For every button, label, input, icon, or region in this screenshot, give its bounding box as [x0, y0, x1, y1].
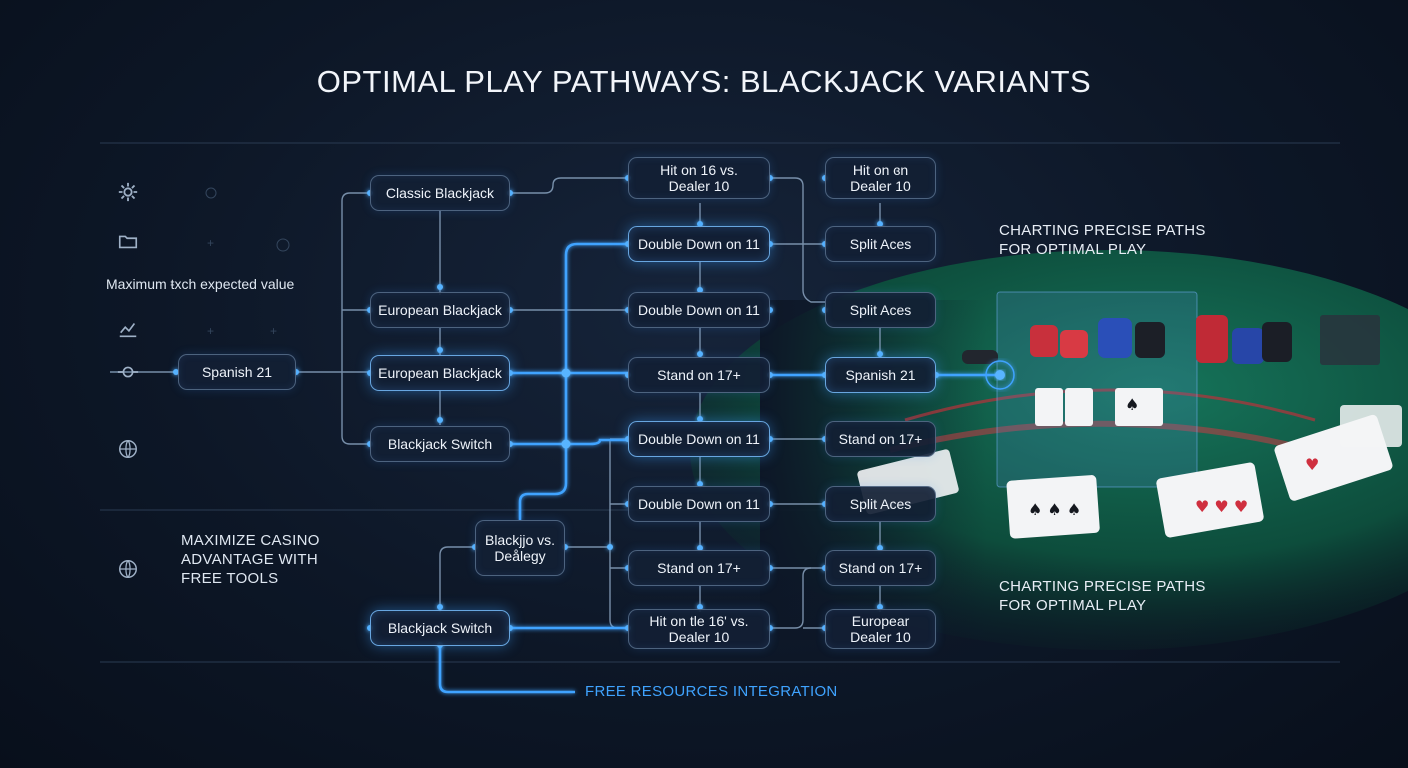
caption-line: CHARTING PRECISE PATHS — [999, 222, 1206, 239]
node-double-down-11[interactable]: Double Down on 11 — [628, 486, 770, 522]
caption-top: CHARTING PRECISE PATHS FOR OPTIMAL PLAY — [999, 221, 1206, 259]
node-split-aces[interactable]: Split Aces — [825, 292, 936, 328]
gear-icon[interactable] — [117, 181, 139, 203]
node-line: Hit on ɞn — [852, 162, 909, 178]
caption-line: FOR OPTIMAL PLAY — [999, 597, 1147, 614]
node-blackjack-vs-dealer[interactable]: Blackjjo vs. Deålegy — [475, 520, 565, 576]
node-double-down-11[interactable]: Double Down on 11 — [628, 226, 770, 262]
promo-text: MAXIMIZE CASINO ADVANTAGE WITH FREE TOOL… — [181, 531, 320, 588]
node-european-dealer[interactable]: Europear Dealer 10 — [825, 609, 936, 649]
node-line: Dealer 10 — [850, 629, 911, 645]
node-classic-blackjack[interactable]: Classic Blackjack — [370, 175, 510, 211]
node-split-aces[interactable]: Split Aces — [825, 226, 936, 262]
node-split-aces[interactable]: Split Aces — [825, 486, 936, 522]
node-line: Dealer 10 — [668, 178, 730, 194]
node-line: Hit on tle 16' vs. — [649, 613, 749, 629]
svg-text:+: + — [207, 236, 214, 250]
node-double-down-11[interactable]: Double Down on 11 — [628, 421, 770, 457]
node-line: Hit on 16 vs. — [660, 162, 738, 178]
target-icon[interactable] — [117, 361, 139, 383]
node-stand-17[interactable]: Stand on 17+ — [628, 550, 770, 586]
node-stand-17[interactable]: Stand on 17+ — [825, 550, 936, 586]
chip-stacks — [962, 315, 1292, 364]
node-double-down-11[interactable]: Double Down on 11 — [628, 292, 770, 328]
node-hit-on-16[interactable]: Hit on 16 vs. Dealer 10 — [628, 157, 770, 199]
caption-line: FOR OPTIMAL PLAY — [999, 241, 1147, 258]
svg-text:♠: ♠ — [1125, 395, 1139, 414]
highlight-connectors — [438, 242, 1000, 694]
node-stand-17[interactable]: Stand on 17+ — [825, 421, 936, 457]
promo-line: FREE TOOLS — [181, 570, 279, 587]
page-title: OPTIMAL PLAY PATHWAYS: BLACKJACK VARIANT… — [316, 64, 1092, 99]
node-blackjack-switch[interactable]: Blackjack Switch — [370, 610, 510, 646]
folder-icon[interactable] — [117, 230, 139, 252]
node-line: Dealer 10 — [668, 629, 730, 645]
svg-text:+: + — [207, 324, 214, 338]
playing-cards — [857, 388, 1402, 539]
svg-text:+: + — [270, 324, 277, 338]
node-spanish-21[interactable]: Spanish 21 — [178, 354, 296, 390]
promo-line: MAXIMIZE CASINO — [181, 532, 320, 549]
plain-connectors — [110, 177, 881, 629]
caption-bottom: CHARTING PRECISE PATHS FOR OPTIMAL PLAY — [999, 577, 1206, 615]
node-line: Blackjjo vs. — [484, 532, 556, 548]
sidebar-label: Maximum ŧxch expected value — [106, 276, 295, 292]
svg-text:♠ ♠ ♠: ♠ ♠ ♠ — [1028, 500, 1081, 519]
node-spanish-21[interactable]: Spanish 21 — [825, 357, 936, 393]
node-hit-on-16[interactable]: Hit on tle 16' vs. Dealer 10 — [628, 609, 770, 649]
globe-icon[interactable] — [117, 438, 139, 460]
node-european-blackjack[interactable]: European Blackjack — [370, 292, 510, 328]
node-hit-on-dealer[interactable]: Hit on ɞn Dealer 10 — [825, 157, 936, 199]
node-european-blackjack[interactable]: European Blackjack — [370, 355, 510, 391]
svg-text:♥: ♥ — [1305, 455, 1319, 474]
target-node — [985, 360, 1015, 390]
promo-line: ADVANTAGE WITH — [181, 551, 318, 568]
node-line: Europear — [851, 613, 910, 629]
free-resources-link[interactable]: FREE RESOURCES INTEGRATION — [585, 683, 838, 700]
chart-icon[interactable] — [117, 318, 139, 340]
node-line: Dealer 10 — [850, 178, 911, 194]
node-line: Deålegy — [494, 548, 546, 564]
globe-icon[interactable] — [117, 558, 139, 580]
background-marks: + + + — [205, 187, 290, 338]
svg-text:♥ ♥ ♥: ♥ ♥ ♥ — [1195, 497, 1248, 516]
node-stand-17[interactable]: Stand on 17+ — [628, 357, 770, 393]
caption-line: CHARTING PRECISE PATHS — [999, 578, 1206, 595]
node-blackjack-switch[interactable]: Blackjack Switch — [370, 426, 510, 462]
